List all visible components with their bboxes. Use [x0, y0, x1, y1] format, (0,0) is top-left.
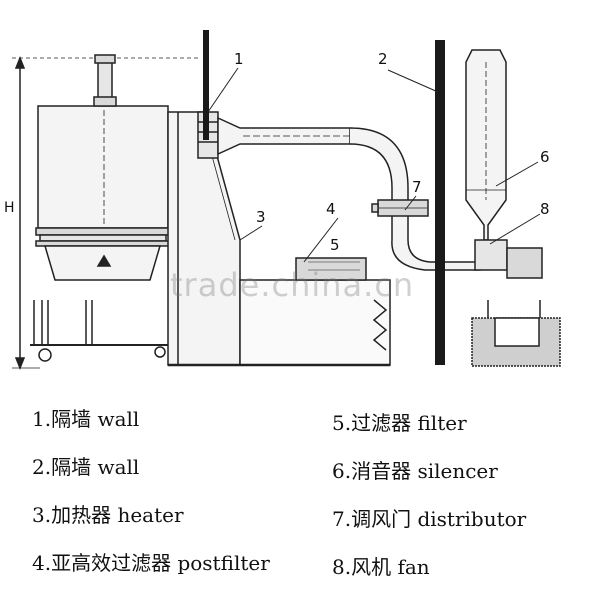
legend-item-5: 5.过滤器 filter: [332, 411, 467, 435]
callout-4: 4: [326, 200, 336, 218]
callout-5: 5: [330, 236, 340, 254]
legend-item-3: 3.加热器 heater: [32, 503, 184, 527]
wall-1: [203, 30, 209, 140]
fan: [474, 239, 508, 271]
equipment-diagram: H 1 2 3 4 5 6 7 8: [4, 30, 561, 371]
legend: 1.隔墙 wall 2.隔墙 wall 3.加热器 heater 4.亚高效过滤…: [0, 395, 600, 595]
legend-item-1: 1.隔墙 wall: [32, 407, 140, 431]
legend-item-7: 7.调风门 distributor: [332, 507, 527, 531]
dryer-chamber: [37, 105, 169, 229]
dimension-label: H: [4, 200, 15, 216]
callout-8: 8: [540, 200, 550, 218]
legend-item-2: 2.隔墙 wall: [32, 455, 140, 479]
postfilter: [295, 257, 367, 281]
callout-6: 6: [540, 148, 550, 166]
filter-zigzag: [372, 299, 388, 351]
legend-item-4: 4.亚高效过滤器 postfilter: [32, 551, 270, 575]
callout-7: 7: [412, 178, 422, 196]
callout-2: 2: [378, 50, 388, 68]
exhaust-stack: [97, 61, 113, 99]
callout-1: 1: [234, 50, 244, 68]
legend-item-6: 6.消音器 silencer: [332, 459, 498, 483]
callout-3: 3: [256, 208, 266, 226]
wall-2: [435, 40, 445, 365]
legend-item-8: 8.风机 fan: [332, 555, 430, 579]
watermark: trade.china.cn: [170, 266, 415, 304]
